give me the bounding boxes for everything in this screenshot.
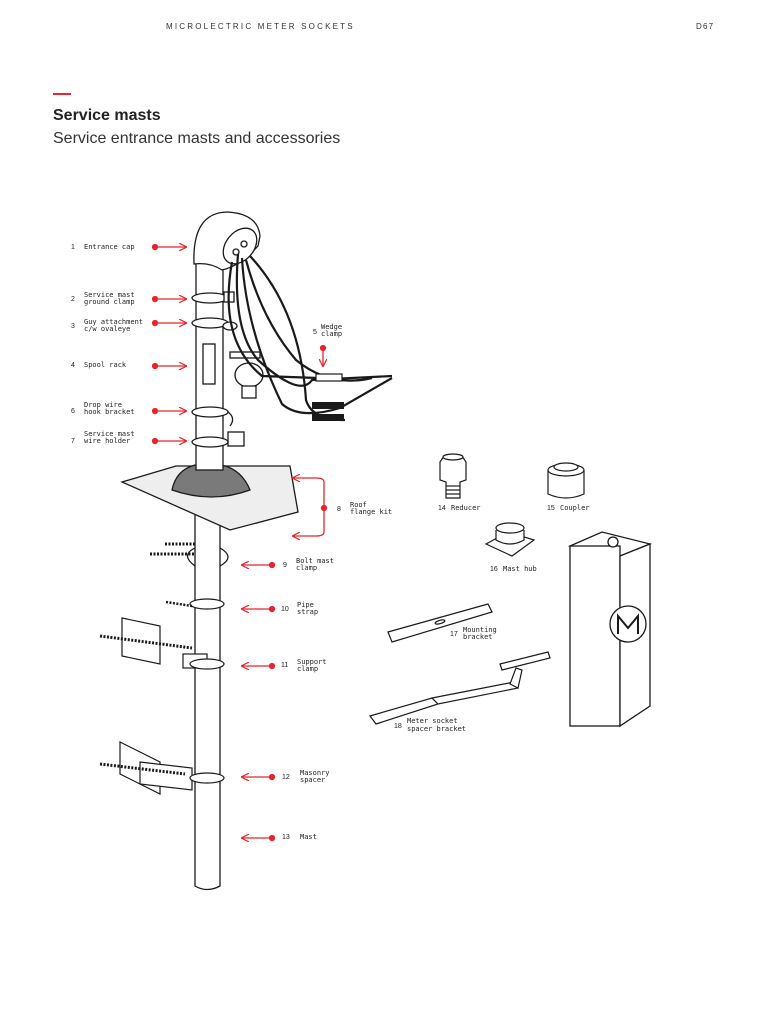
- part-label-mast-hub: Mast hub: [503, 565, 537, 573]
- leader-dot-11: [268, 662, 276, 670]
- part-label-spool-rack: Spool rack: [84, 361, 127, 369]
- part-label-spacer-bracket-l2: spacer bracket: [407, 725, 467, 733]
- running-header: MICROLECTRIC METER SOCKETS: [166, 22, 355, 31]
- part-label-bolt-mast-clamp-l1: Bolt mast: [296, 557, 334, 565]
- part-label-wedge-clamp-l2: clamp: [321, 330, 343, 338]
- part-label-roof-flange-l1: Roof: [350, 501, 367, 509]
- page-title: Service masts: [53, 107, 161, 124]
- page-subtitle: Service entrance masts and accessories: [53, 130, 341, 147]
- leader-dot-5: [319, 344, 327, 352]
- mast-pipe-lower: [194, 500, 221, 891]
- part-label-mounting-bracket-l2: bracket: [463, 633, 493, 641]
- part-label-coupler: Coupler: [560, 504, 590, 512]
- part-label-wedge-clamp-l1: Wedge: [321, 323, 343, 331]
- part-number-17: 17: [450, 631, 458, 638]
- part-number-18: 18: [394, 723, 402, 730]
- leader-dot-4: [151, 362, 159, 370]
- part-number-3: 3: [71, 323, 75, 330]
- part-label-reducer: Reducer: [451, 504, 481, 512]
- lower-hardware: [99, 542, 229, 795]
- part-label-support-clamp-l1: Support: [297, 658, 327, 666]
- part-number-16: 16: [490, 566, 498, 573]
- part-label-masonry-spacer-l2: spacer: [300, 776, 326, 784]
- part-label-pipe-strap-l2: strap: [297, 608, 319, 616]
- part-label-masonry-spacer-l1: Masonry: [300, 769, 330, 777]
- part-label-ground-clamp-l2: ground clamp: [84, 298, 135, 306]
- leader-dot-6: [151, 407, 159, 415]
- accent-rule: [53, 93, 71, 95]
- part-number-8: 8: [337, 506, 341, 513]
- part-number-1: 1: [71, 244, 75, 251]
- part-number-9: 9: [283, 562, 287, 569]
- part-label-roof-flange-l2: flange kit: [350, 508, 393, 516]
- part-label-entrance-cap: Entrance cap: [84, 243, 135, 251]
- meter-socket-illustration: [567, 531, 653, 728]
- page-number: D67: [696, 22, 715, 31]
- part-number-12: 12: [282, 774, 290, 781]
- flange-boot: [171, 464, 251, 498]
- part-label-guy-attachment-l1: Guy attachment: [84, 318, 144, 326]
- part-number-2: 2: [71, 296, 75, 303]
- part-number-5: 5: [313, 329, 317, 336]
- part-label-wire-holder-l2: wire holder: [84, 437, 131, 445]
- part-label-pipe-strap-l1: Pipe: [297, 601, 314, 609]
- part-label-mast: Mast: [300, 833, 317, 841]
- part-label-drop-wire-l2: hook bracket: [84, 408, 135, 416]
- part-label-guy-attachment-l2: c/w ovaleye: [84, 325, 131, 333]
- mounting-bracket-illustration: [387, 603, 493, 643]
- mast-hub-illustration: [484, 522, 536, 557]
- leader-dot-10: [268, 605, 276, 613]
- part-number-13: 13: [282, 834, 290, 841]
- part-label-support-clamp-l2: clamp: [297, 665, 319, 673]
- part-number-14: 14: [438, 505, 446, 512]
- part-label-mounting-bracket-l1: Mounting: [463, 626, 497, 634]
- part-label-drop-wire-l1: Drop wire: [84, 401, 122, 409]
- part-label-spacer-bracket-l1: Meter socket: [407, 717, 458, 725]
- mast-assembly: [120, 211, 299, 891]
- part-number-11: 11: [281, 662, 289, 669]
- leader-dot-1: [151, 243, 159, 251]
- leader-dot-3: [151, 319, 159, 327]
- part-label-wire-holder-l1: Service mast: [84, 430, 135, 438]
- leader-dot-12: [268, 773, 276, 781]
- part-number-7: 7: [71, 438, 75, 445]
- leader-dot-7: [151, 437, 159, 445]
- coupler-illustration: [547, 462, 585, 499]
- part-number-10: 10: [281, 606, 289, 613]
- leader-dot-9: [268, 561, 276, 569]
- part-label-bolt-mast-clamp-l2: clamp: [296, 564, 318, 572]
- part-label-ground-clamp-l1: Service mast: [84, 291, 135, 299]
- wedge-clamp: [315, 373, 343, 382]
- leader-dot-13: [268, 834, 276, 842]
- part-number-4: 4: [71, 362, 75, 369]
- part-number-15: 15: [547, 505, 555, 512]
- reducer-illustration: [439, 453, 467, 499]
- leader-dot-2: [151, 295, 159, 303]
- leader-lines: [151, 243, 328, 842]
- part-number-6: 6: [71, 408, 75, 415]
- spacer-bracket-illustration: [368, 651, 551, 725]
- roof-flange-plate: [120, 465, 299, 531]
